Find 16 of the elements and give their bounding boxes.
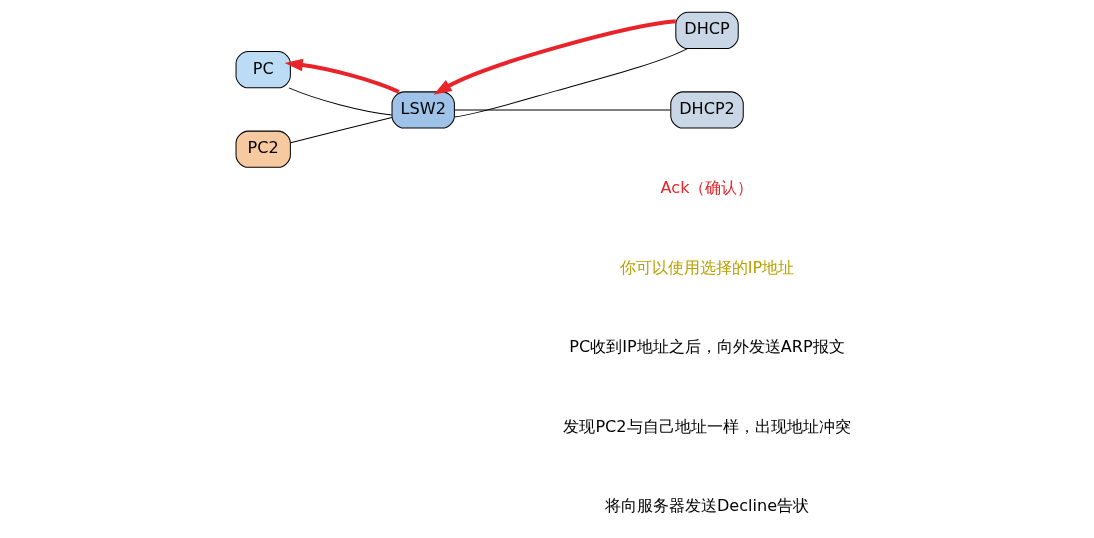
connector (288, 87, 393, 116)
node-box: PC (235, 51, 291, 89)
connector (454, 109, 671, 111)
arrow (433, 19, 676, 95)
node-box: DHCP (675, 11, 739, 50)
label: 将向服务器发送Decline告状 (604, 496, 810, 516)
label: 你可以使用选择的IP地址 (619, 257, 795, 277)
node-box: LSW2 (391, 91, 455, 129)
node-box: DHCP2 (670, 91, 744, 129)
label: PC收到IP地址之后，向外发送ARP报文 (569, 337, 845, 357)
node-box: PC2 (235, 130, 291, 168)
arrow (284, 58, 400, 94)
connector (290, 117, 393, 144)
label: 发现PC2与自己地址一样，出现地址冲突 (563, 416, 851, 436)
label: Ack（确认） (660, 178, 754, 198)
connector (454, 48, 688, 118)
